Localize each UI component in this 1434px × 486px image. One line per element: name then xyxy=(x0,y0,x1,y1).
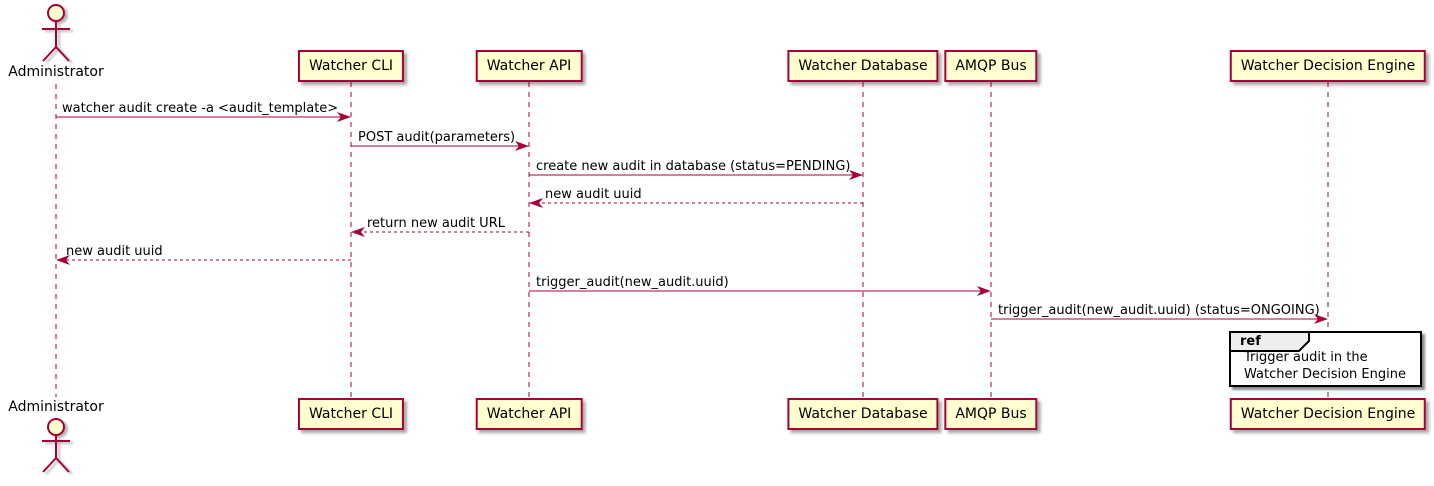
participant-box-watcher-database-bottom: Watcher Database xyxy=(787,398,939,430)
message-label-3: create new audit in database (status=PEN… xyxy=(536,159,851,174)
message-arrow-8 xyxy=(991,314,1328,324)
participant-box-amqp-bus-bottom: AMQP Bus xyxy=(944,398,1038,430)
message-arrow-3 xyxy=(529,170,863,180)
participant-box-watcher-cli-top: Watcher CLI xyxy=(297,50,405,82)
message-label-1: watcher audit create -a <audit_template> xyxy=(62,101,339,116)
participant-box-amqp-bus-top: AMQP Bus xyxy=(944,50,1038,82)
message-arrow-2 xyxy=(351,141,529,151)
message-label-4: new audit uuid xyxy=(545,187,642,202)
ref-tab-pentagon xyxy=(1229,331,1310,352)
message-arrow-4 xyxy=(529,198,863,208)
message-label-7: trigger_audit(new_audit.uuid) xyxy=(536,275,729,290)
ref-fragment-box: ref Trigger audit in the Watcher Decisio… xyxy=(1229,331,1422,387)
message-arrow-6 xyxy=(56,255,351,265)
ref-text-line-2: Watcher Decision Engine xyxy=(1244,367,1406,382)
participant-box-watcher-decision-engine-top: Watcher Decision Engine xyxy=(1229,50,1427,82)
participant-box-watcher-api-top: Watcher API xyxy=(475,50,583,82)
actor-label-administrator-bottom: Administrator xyxy=(8,399,104,415)
participant-box-watcher-api-bottom: Watcher API xyxy=(475,398,583,430)
actor-head xyxy=(47,4,65,22)
actor-body xyxy=(42,435,70,473)
ref-text-line-1: Trigger audit in the xyxy=(1244,350,1368,365)
message-label-5: return new audit URL xyxy=(367,216,505,231)
actor-head xyxy=(47,418,65,436)
actor-figure-administrator-bottom xyxy=(42,418,70,473)
participant-box-watcher-decision-engine-bottom: Watcher Decision Engine xyxy=(1229,398,1427,430)
actor-body xyxy=(42,21,70,62)
actor-figure-administrator-top xyxy=(42,4,70,62)
message-arrow-1 xyxy=(56,112,351,122)
ref-tab-label: ref xyxy=(1240,334,1261,349)
participant-box-watcher-cli-bottom: Watcher CLI xyxy=(297,398,405,430)
message-arrow-7 xyxy=(529,286,991,296)
message-label-2: POST audit(parameters) xyxy=(358,130,516,145)
message-arrow-5 xyxy=(351,227,529,237)
message-label-8: trigger_audit(new_audit.uuid) (status=ON… xyxy=(998,303,1320,318)
message-label-6: new audit uuid xyxy=(66,244,163,259)
actor-label-administrator-top: Administrator xyxy=(8,64,104,80)
participant-box-watcher-database-top: Watcher Database xyxy=(787,50,939,82)
